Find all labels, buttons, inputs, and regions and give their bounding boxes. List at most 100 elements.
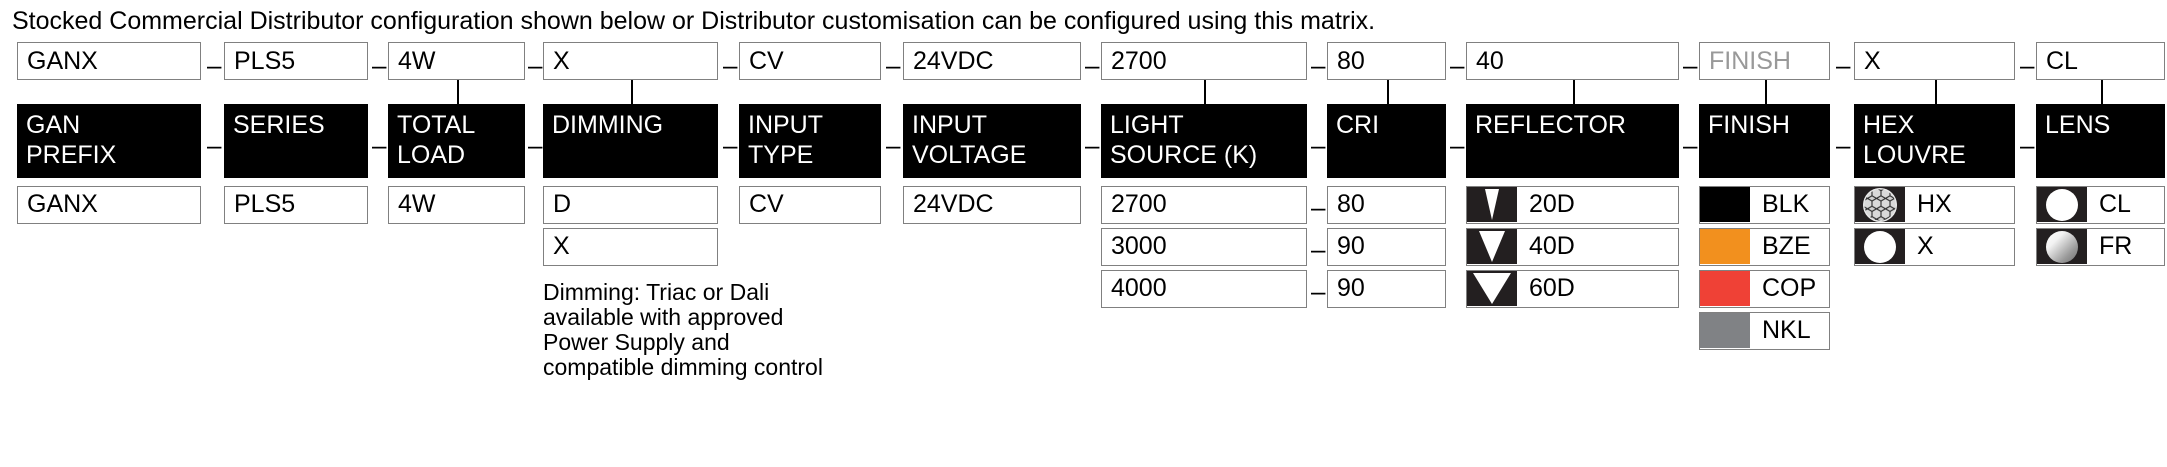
option-hex_louvre-x[interactable]: X (1854, 228, 2015, 266)
option-light_source-3000[interactable]: 3000 (1101, 228, 1307, 266)
column-header-total_load: TOTAL LOAD (388, 104, 525, 178)
config-separator-dash: – (723, 50, 738, 80)
config-field-cri[interactable]: 80 (1327, 42, 1446, 80)
config-separator-dash: – (1311, 50, 1326, 80)
option-finish-cop[interactable]: COP (1699, 270, 1830, 308)
column-header-series: SERIES (224, 104, 368, 178)
option-input_type-cv[interactable]: CV (739, 186, 881, 224)
config-separator-dash: – (1683, 50, 1698, 80)
finish-swatch-black (1700, 187, 1750, 222)
clear-disc (2046, 188, 2078, 221)
connector-stem-lens (2101, 80, 2103, 104)
option-hex_louvre-hx[interactable]: HX (1854, 186, 2015, 224)
option-label: 90 (1337, 232, 1365, 260)
option-label: NKL (1762, 316, 1811, 344)
config-field-series[interactable]: PLS5 (224, 42, 368, 80)
option-label: BZE (1762, 232, 1811, 260)
config-field-gan_prefix[interactable]: GANX (17, 42, 201, 80)
config-field-input_type[interactable]: CV (739, 42, 881, 80)
option-reflector-60d[interactable]: 60D (1466, 270, 1679, 308)
option-light_source-2700[interactable]: 2700 (1101, 186, 1307, 224)
header-separator-dash: – (207, 130, 222, 160)
column-header-hex_louvre: HEX LOUVRE (1854, 104, 2015, 178)
option-label: X (1917, 232, 1934, 260)
option-reflector-20d[interactable]: 20D (1466, 186, 1679, 224)
column-header-gan_prefix: GAN PREFIX (17, 104, 201, 178)
column-header-light_source: LIGHT SOURCE (K) (1101, 104, 1307, 178)
option-label: X (553, 232, 570, 260)
option-label: BLK (1762, 190, 1810, 218)
option-light_source-4000[interactable]: 4000 (1101, 270, 1307, 308)
config-field-total_load[interactable]: 4W (388, 42, 525, 80)
option-finish-nkl[interactable]: NKL (1699, 312, 1830, 350)
option-cri-80[interactable]: 80 (1327, 186, 1446, 224)
option-label: COP (1762, 274, 1817, 302)
header-separator-dash: – (1311, 130, 1326, 160)
header-separator-dash: – (528, 130, 543, 160)
column-header-input_voltage: INPUT VOLTAGE (903, 104, 1081, 178)
option-series-pls5[interactable]: PLS5 (224, 186, 368, 224)
option-dimming-d[interactable]: D (543, 186, 718, 224)
config-field-light_source[interactable]: 2700 (1101, 42, 1307, 80)
option-label: PLS5 (234, 190, 296, 218)
option-total_load-4w[interactable]: 4W (388, 186, 525, 224)
option-reflector-40d[interactable]: 40D (1466, 228, 1679, 266)
honeycomb-louvre-icon (1855, 187, 1905, 222)
config-separator-dash: – (207, 50, 222, 80)
beam-cone-glyph (1479, 231, 1505, 262)
column-header-finish: FINISH (1699, 104, 1830, 178)
column-header-lens: LENS (2036, 104, 2165, 178)
finish-swatch-copper (1700, 271, 1750, 306)
option-finish-bze[interactable]: BZE (1699, 228, 1830, 266)
option-dimming-x[interactable]: X (543, 228, 718, 266)
option-input_voltage-24vdc[interactable]: 24VDC (903, 186, 1081, 224)
header-separator-dash: – (1683, 130, 1698, 160)
option-label: 4000 (1111, 274, 1167, 302)
beam-cone-glyph (1485, 189, 1499, 220)
option-separator-dash: – (1311, 276, 1326, 306)
header-separator-dash: – (723, 130, 738, 160)
config-field-dimming[interactable]: X (543, 42, 718, 80)
header-separator-dash: – (372, 130, 387, 160)
config-separator-dash: – (1085, 50, 1100, 80)
beam-angle-60-icon (1467, 271, 1517, 306)
connector-stem-total_load (457, 80, 459, 104)
option-finish-blk[interactable]: BLK (1699, 186, 1830, 224)
frosted-lens-icon (2037, 229, 2087, 264)
clear-disc (1864, 230, 1896, 263)
open-circle-icon (1855, 229, 1905, 264)
finish-swatch-nickel (1700, 313, 1750, 348)
option-label: CL (2099, 190, 2131, 218)
config-separator-dash: – (528, 50, 543, 80)
option-lens-cl[interactable]: CL (2036, 186, 2165, 224)
option-label: 2700 (1111, 190, 1167, 218)
column-header-input_type: INPUT TYPE (739, 104, 881, 178)
clear-lens-icon (2037, 187, 2087, 222)
config-separator-dash: – (1836, 50, 1851, 80)
config-field-reflector[interactable]: 40 (1466, 42, 1679, 80)
option-label: CV (749, 190, 784, 218)
frosted-disc (2046, 230, 2078, 263)
option-label: 90 (1337, 274, 1365, 302)
config-separator-dash: – (372, 50, 387, 80)
connector-stem-cri (1387, 80, 1389, 104)
option-label: 20D (1529, 190, 1575, 218)
dimming-note: Dimming: Triac or Dali available with ap… (543, 279, 823, 380)
config-field-hex_louvre[interactable]: X (1854, 42, 2015, 80)
option-cri-90[interactable]: 90 (1327, 228, 1446, 266)
option-label: 24VDC (913, 190, 994, 218)
option-label: 60D (1529, 274, 1575, 302)
column-header-cri: CRI (1327, 104, 1446, 178)
config-field-finish[interactable]: FINISH (1699, 42, 1830, 80)
config-field-lens[interactable]: CL (2036, 42, 2165, 80)
honeycomb-disc (1863, 187, 1897, 222)
option-label: 4W (398, 190, 436, 218)
option-separator-dash: – (1311, 234, 1326, 264)
option-label: GANX (27, 190, 98, 218)
option-separator-dash: – (1311, 192, 1326, 222)
option-gan_prefix-ganx[interactable]: GANX (17, 186, 201, 224)
config-field-input_voltage[interactable]: 24VDC (903, 42, 1081, 80)
option-cri-90[interactable]: 90 (1327, 270, 1446, 308)
option-lens-fr[interactable]: FR (2036, 228, 2165, 266)
